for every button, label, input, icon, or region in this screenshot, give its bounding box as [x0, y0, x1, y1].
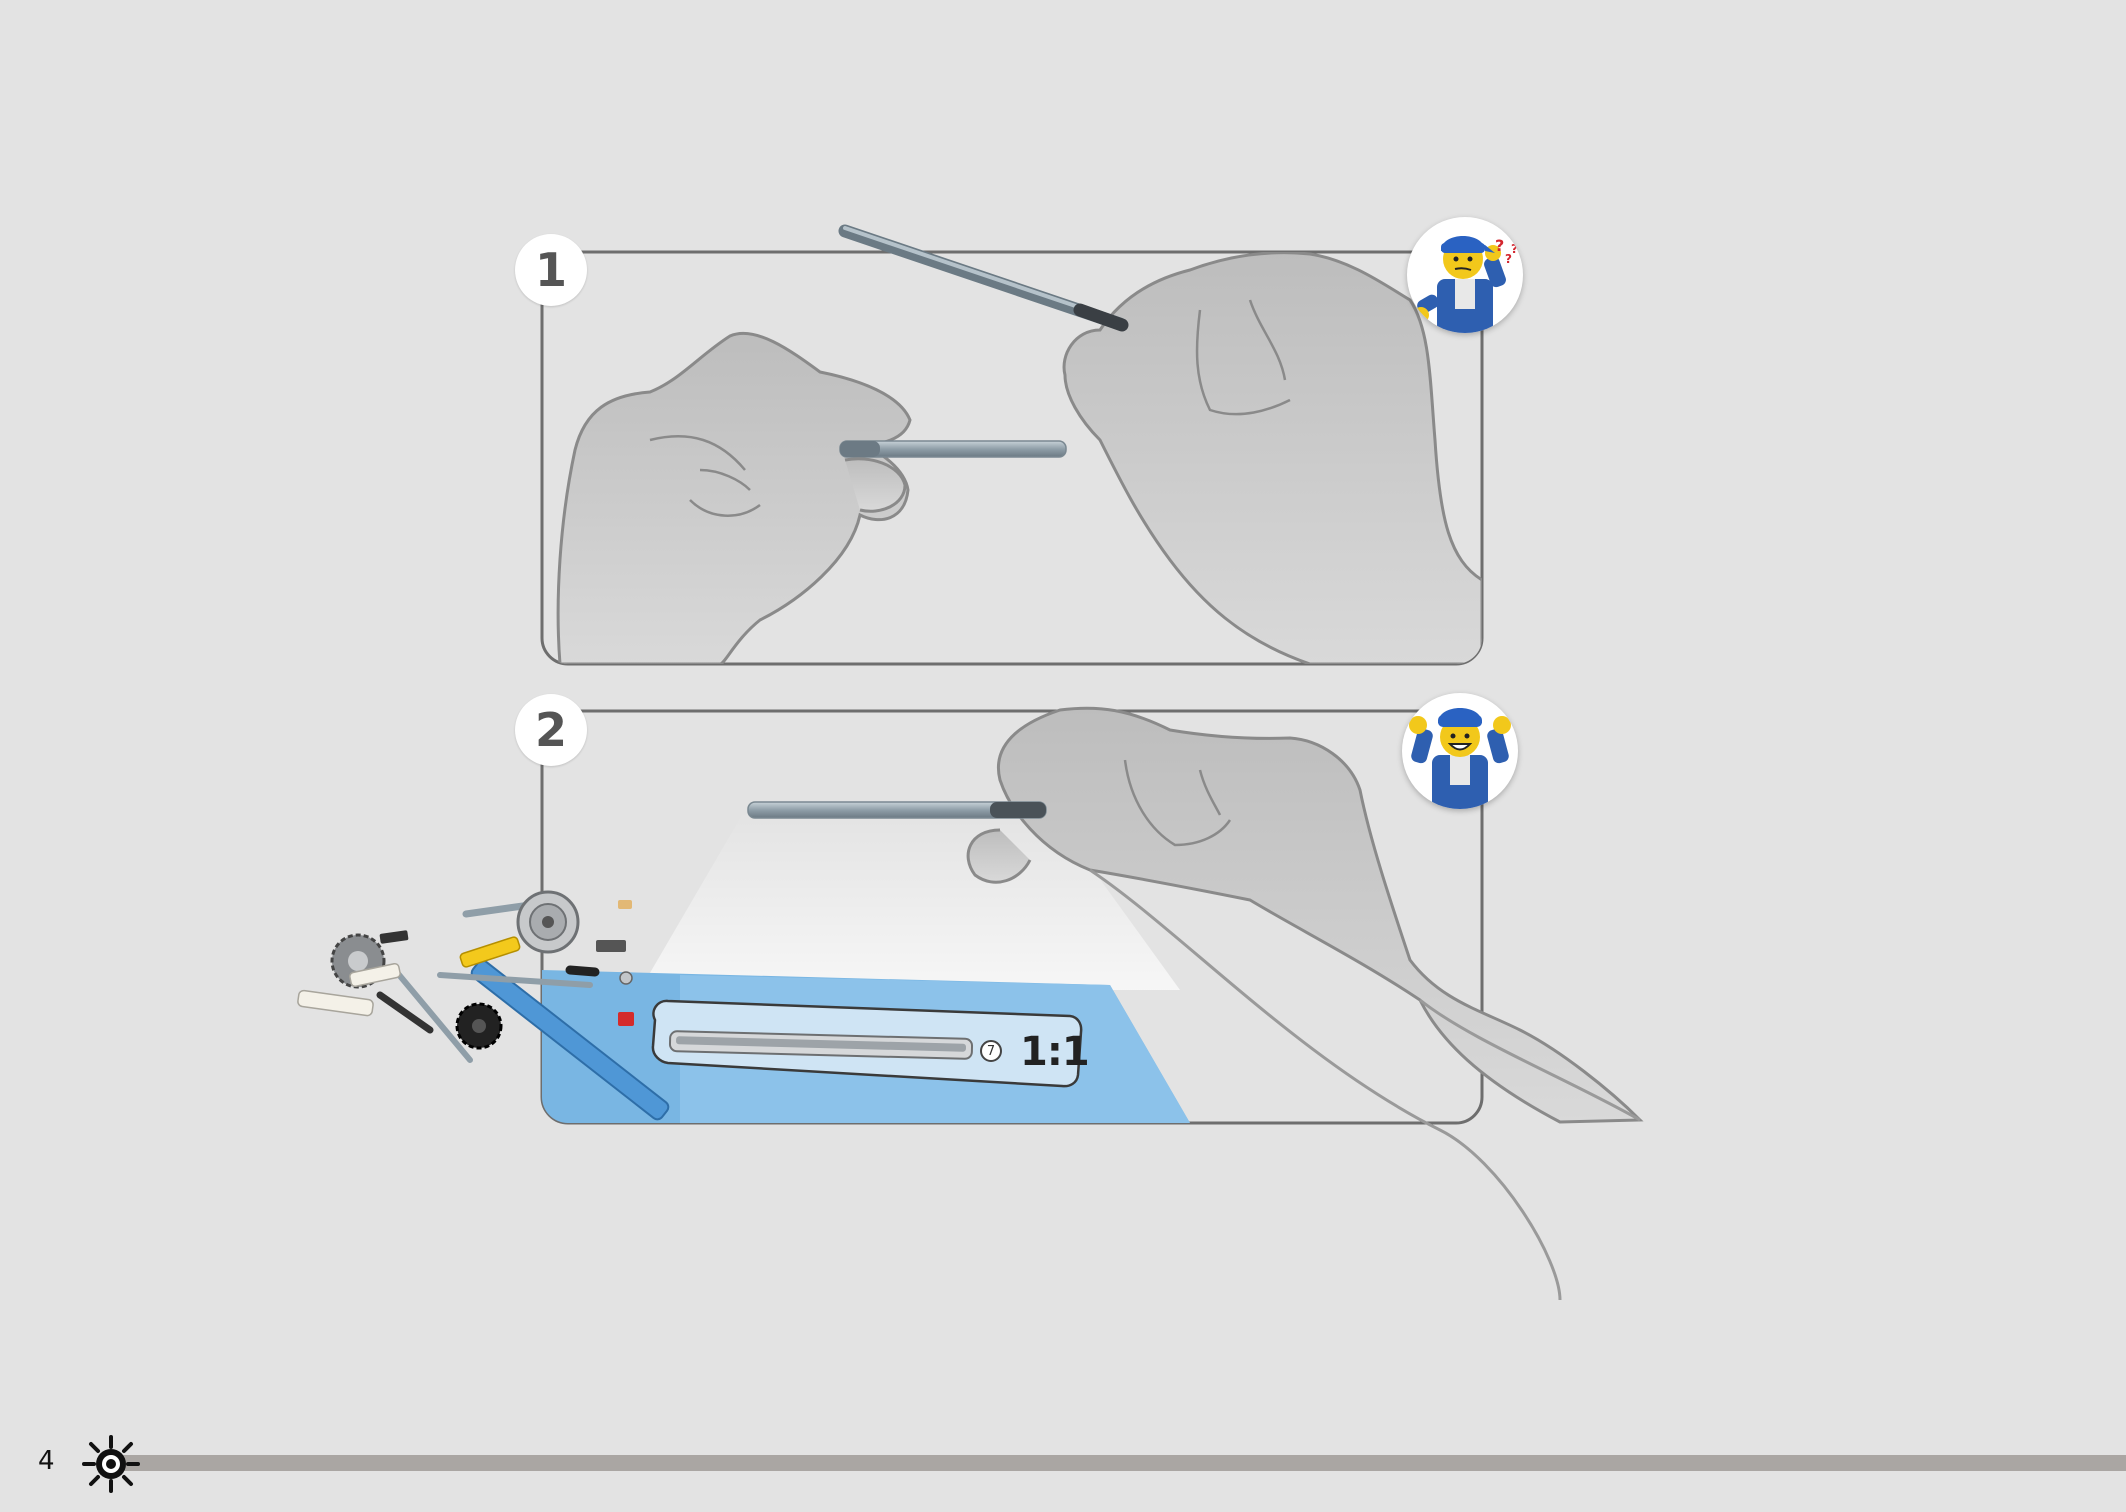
- hand-step2-shape: [996, 706, 1644, 1124]
- quantity-badge: 7: [980, 1040, 1002, 1062]
- avatar-question-marks: ?: [1495, 236, 1504, 255]
- step-2-panel: [540, 706, 1644, 1301]
- svg-text:?: ?: [1511, 242, 1518, 256]
- right-hand-shape: [1062, 252, 1482, 664]
- svg-text:?: ?: [1505, 252, 1512, 266]
- quantity-value: 7: [986, 1043, 996, 1059]
- scale-label: 1:1: [1020, 1029, 1090, 1075]
- step-2-number: 2: [534, 703, 567, 757]
- page-number: 4: [38, 1446, 55, 1476]
- confused-minifigure-icon: ? ? ?: [1407, 217, 1523, 333]
- short-axle-step1: [839, 440, 1067, 458]
- scale-callout: [651, 999, 1083, 1088]
- long-axle-step1: [838, 224, 1129, 332]
- parts-pile: [297, 890, 670, 1121]
- left-hand-shape: [556, 331, 912, 664]
- footer-bar: [120, 1455, 2126, 1471]
- happy-minifigure-icon: [1402, 693, 1518, 809]
- long-axle-step2: [747, 801, 1047, 819]
- step-1-number-badge: 1: [515, 234, 587, 306]
- sun-gear-icon: [82, 1435, 140, 1493]
- step-2-number-badge: 2: [515, 694, 587, 766]
- step-1-number: 1: [534, 243, 567, 297]
- step-1-panel: [540, 224, 1484, 666]
